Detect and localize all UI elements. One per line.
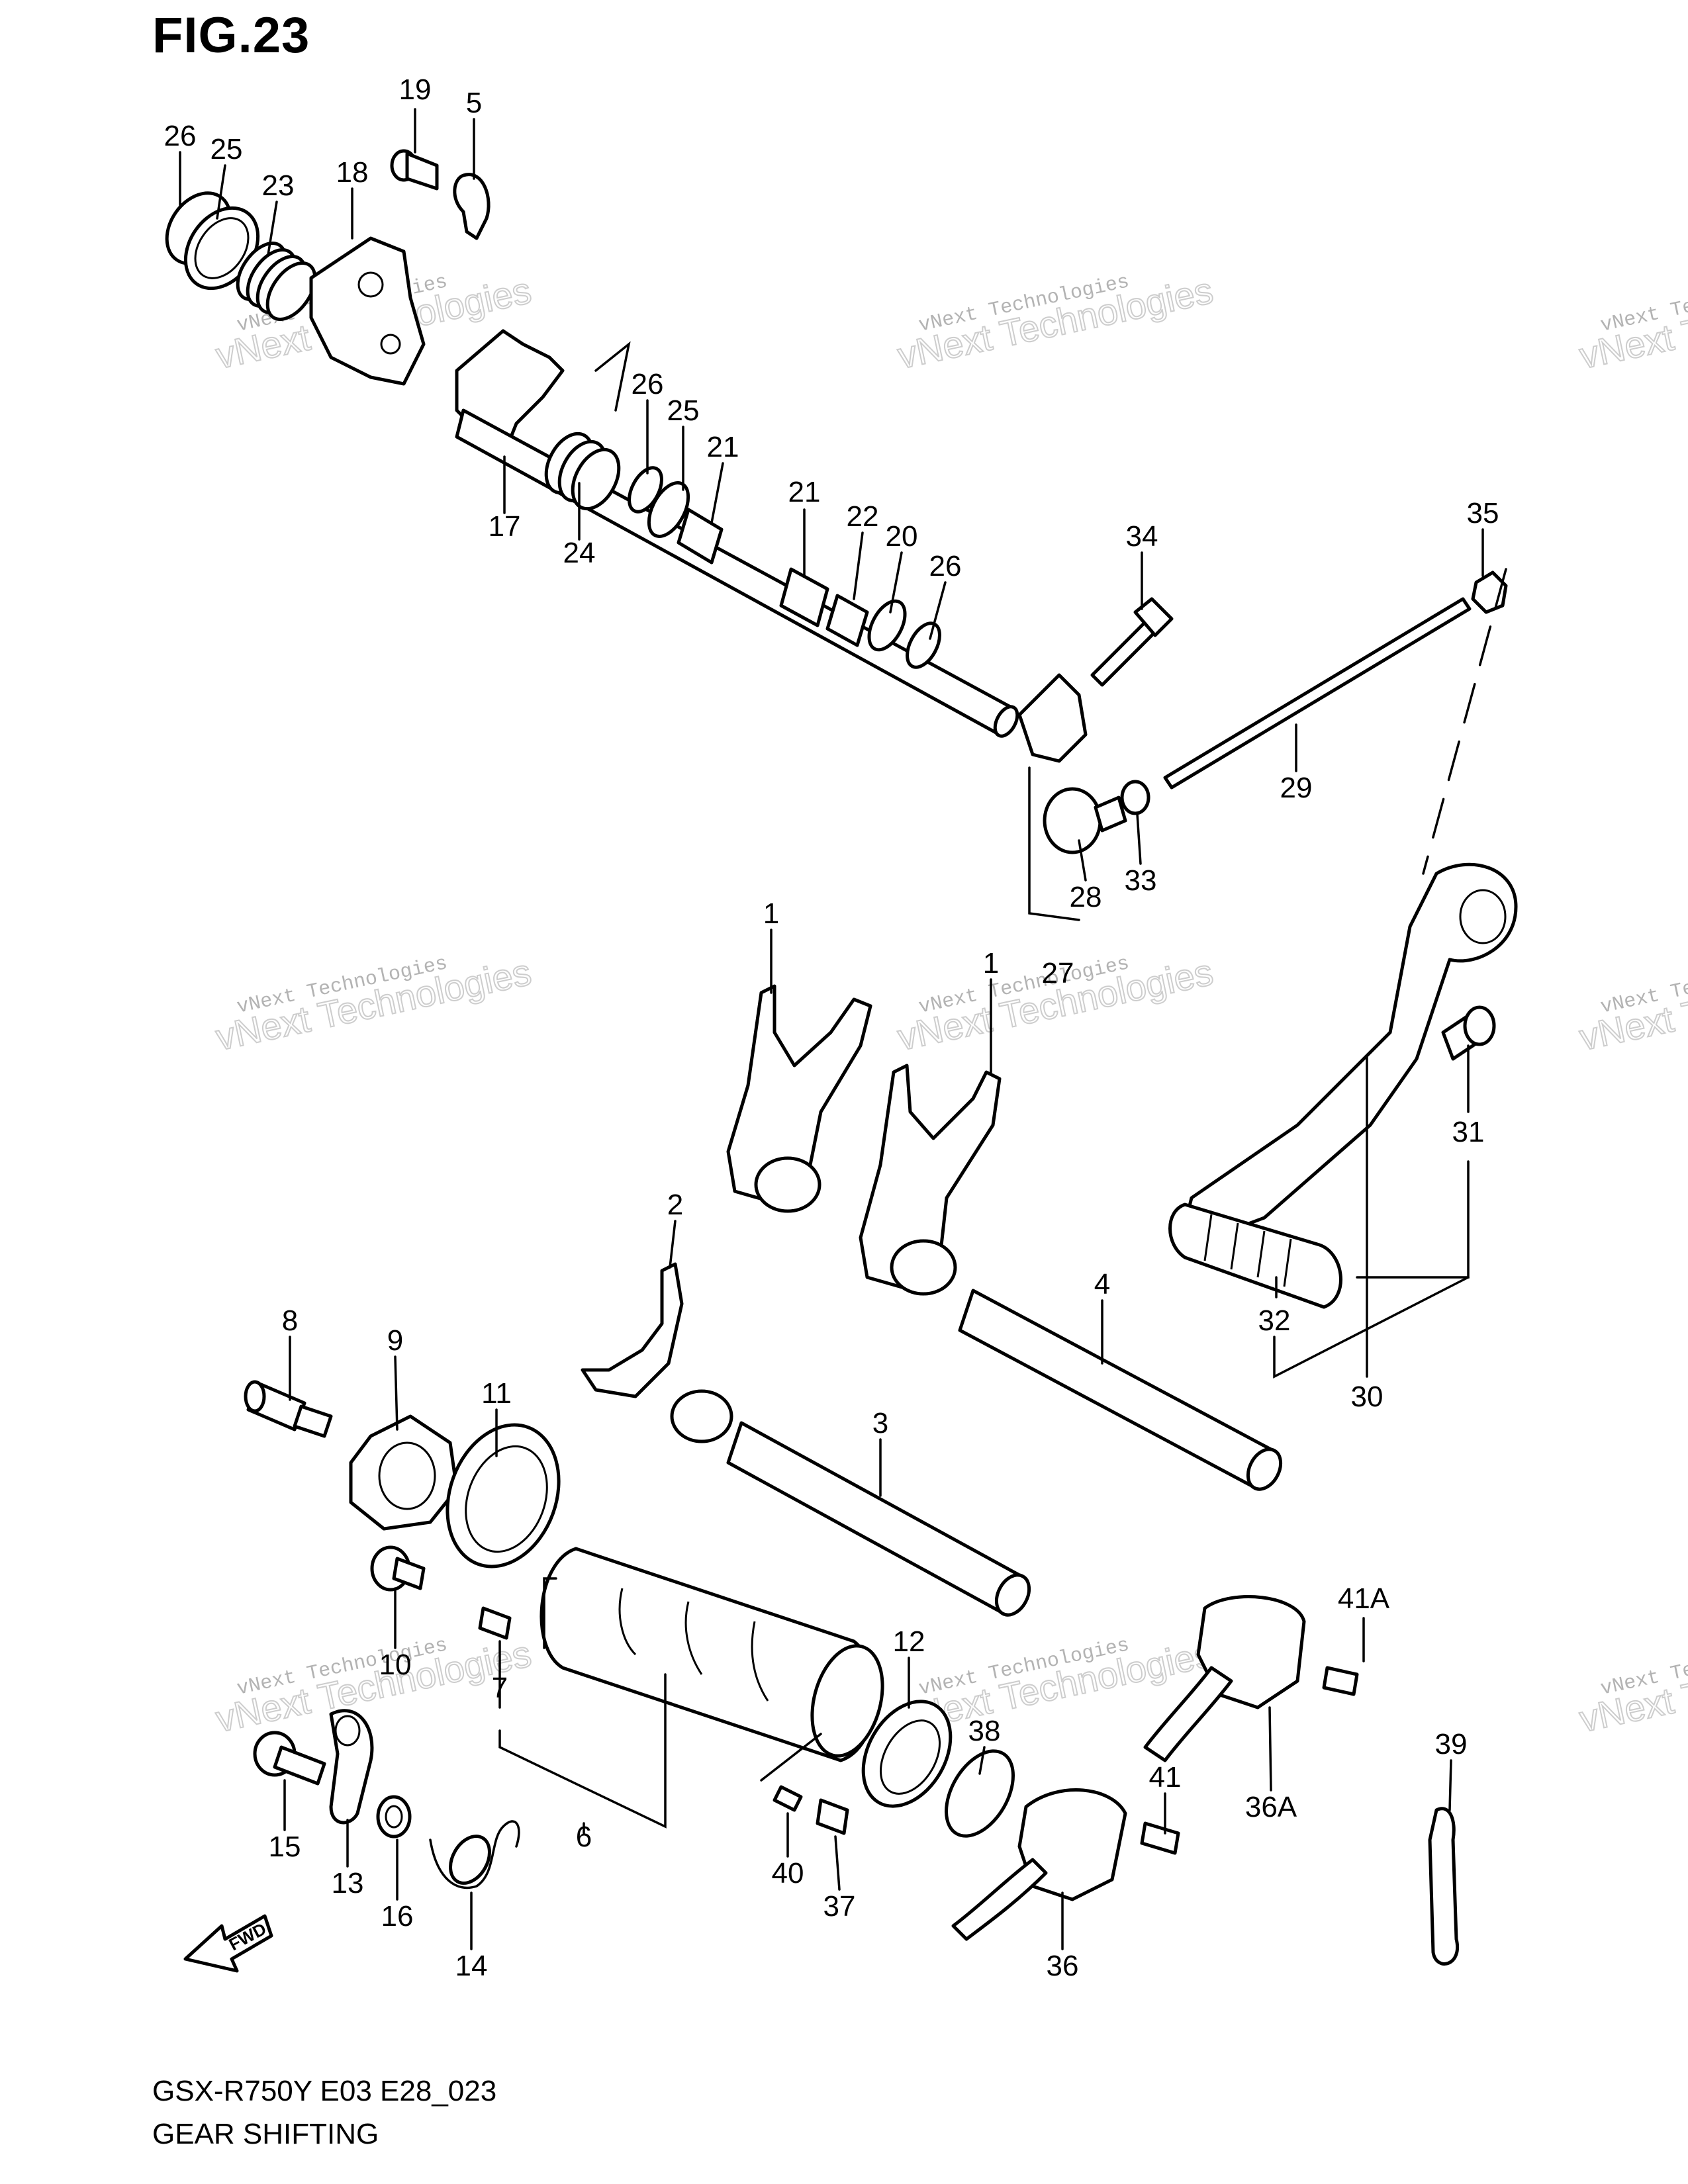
callout: 15 (269, 1831, 301, 1863)
footpeg-rubber-part-32 (1168, 1203, 1342, 1309)
bearing-part-11 (445, 1423, 561, 1569)
fork-shaft-part-3 (726, 1421, 1021, 1617)
callout: 30 (1351, 1381, 1383, 1413)
bolt-part-34 (1090, 620, 1157, 687)
callout: 29 (1280, 772, 1313, 804)
shift-lever-part-30 (1183, 862, 1518, 1240)
washer-part-16 (376, 1795, 412, 1839)
callout: 23 (262, 169, 295, 202)
forward-arrow-icon: FWD (183, 1914, 273, 1973)
callout: 24 (563, 537, 596, 569)
callout: 37 (823, 1890, 856, 1923)
fork-hub (670, 1389, 733, 1443)
callout: 2 (667, 1189, 683, 1221)
callout: 1 (983, 947, 999, 979)
shift-shaft-assembly (165, 149, 1019, 738)
tie-rod-part-29 (1163, 597, 1472, 790)
callout: 27 (1042, 957, 1074, 989)
callout: 41A (1338, 1582, 1390, 1615)
diagram-code: GSX-R750Y E03 E28_023 (152, 2075, 497, 2107)
callout: 26 (929, 550, 962, 582)
callout: 41 (1149, 1761, 1182, 1794)
callout: 36 (1047, 1950, 1079, 1982)
return-spring-part-24 (544, 341, 631, 511)
washer-part-20 (867, 599, 907, 652)
bushing-part-22 (825, 594, 869, 647)
callout: 35 (1467, 497, 1499, 529)
joint-part-28 (1043, 787, 1102, 854)
callout: 32 (1258, 1304, 1291, 1337)
bushing-part-21 (779, 567, 829, 627)
callout: 22 (847, 500, 879, 533)
callout: 33 (1125, 864, 1157, 897)
callout: 11 (481, 1377, 512, 1410)
callout: 1 (763, 897, 779, 930)
diagram-caption: GEAR SHIFTING (152, 2118, 379, 2150)
callout: 28 (1070, 881, 1102, 913)
callout: 3 (872, 1407, 888, 1439)
spring-part-40 (773, 1785, 803, 1812)
bolt-part-41 (1140, 1821, 1180, 1855)
callout: 7 (492, 1672, 508, 1704)
fork-hub (890, 1239, 957, 1296)
o-ring-part-38 (945, 1749, 1015, 1838)
bearing-part-12 (861, 1700, 953, 1808)
clamp-part-39 (1428, 1807, 1460, 1966)
sensor-group (951, 1595, 1460, 1966)
shift-linkage (1017, 568, 1518, 1309)
shift-fork-part-2 (581, 1262, 684, 1398)
callout: 18 (336, 156, 369, 189)
spring-part-23 (236, 242, 317, 321)
plate-part-5 (453, 173, 491, 240)
nut-part-35 (1471, 570, 1508, 614)
shift-forks (581, 984, 1002, 1443)
nut-part-33 (1120, 780, 1150, 815)
callout: 8 (282, 1304, 298, 1337)
shift-arm-part-27 (1017, 673, 1088, 763)
callout: 39 (1435, 1728, 1468, 1760)
fork-shaft-part-4 (958, 1289, 1273, 1491)
callout-labels: 26 25 23 18 19 5 17 24 26 25 21 21 22 20… (164, 73, 1499, 1982)
callout: 14 (455, 1950, 488, 1982)
shift-cam-group (244, 1380, 1015, 1889)
figure-title: FIG.23 (152, 7, 310, 64)
shift-fork-part-1 (726, 984, 872, 1206)
callout: 21 (788, 476, 821, 508)
shift-fork-part-1 (859, 1064, 1002, 1293)
callout: 38 (968, 1715, 1001, 1747)
callout: 26 (164, 120, 197, 152)
callout: 6 (576, 1821, 592, 1853)
callout: 26 (632, 368, 664, 400)
callout: 17 (489, 510, 521, 543)
fork-hub (754, 1156, 821, 1213)
pin-part-7 (478, 1606, 512, 1640)
cam-stopper-arm-part-13 (329, 1709, 374, 1825)
callout: 12 (893, 1625, 925, 1658)
callout: 10 (379, 1649, 412, 1681)
callout: 34 (1126, 520, 1158, 553)
bolt-part-19 (390, 149, 439, 191)
callout: 19 (399, 73, 432, 106)
callout: 36A (1245, 1791, 1297, 1823)
leader-lines (179, 108, 1484, 1950)
callout: 13 (332, 1867, 364, 1899)
callout: 16 (381, 1900, 414, 1933)
callout: 4 (1094, 1268, 1110, 1300)
cam-stopper-plate-part-9 (349, 1414, 459, 1531)
bolt-part-41A (1322, 1666, 1359, 1696)
callout: 5 (466, 87, 482, 119)
stopper-spring-part-14 (429, 1820, 520, 1889)
callout: 9 (387, 1324, 403, 1357)
plunger-part-37 (816, 1798, 849, 1835)
callout: 31 (1452, 1116, 1485, 1148)
callout: 25 (667, 394, 700, 427)
callout: 40 (772, 1857, 804, 1889)
shift-plate-part-18 (309, 236, 426, 386)
callout: 21 (707, 431, 739, 463)
callout: 25 (211, 133, 243, 165)
callout: 20 (886, 520, 918, 553)
